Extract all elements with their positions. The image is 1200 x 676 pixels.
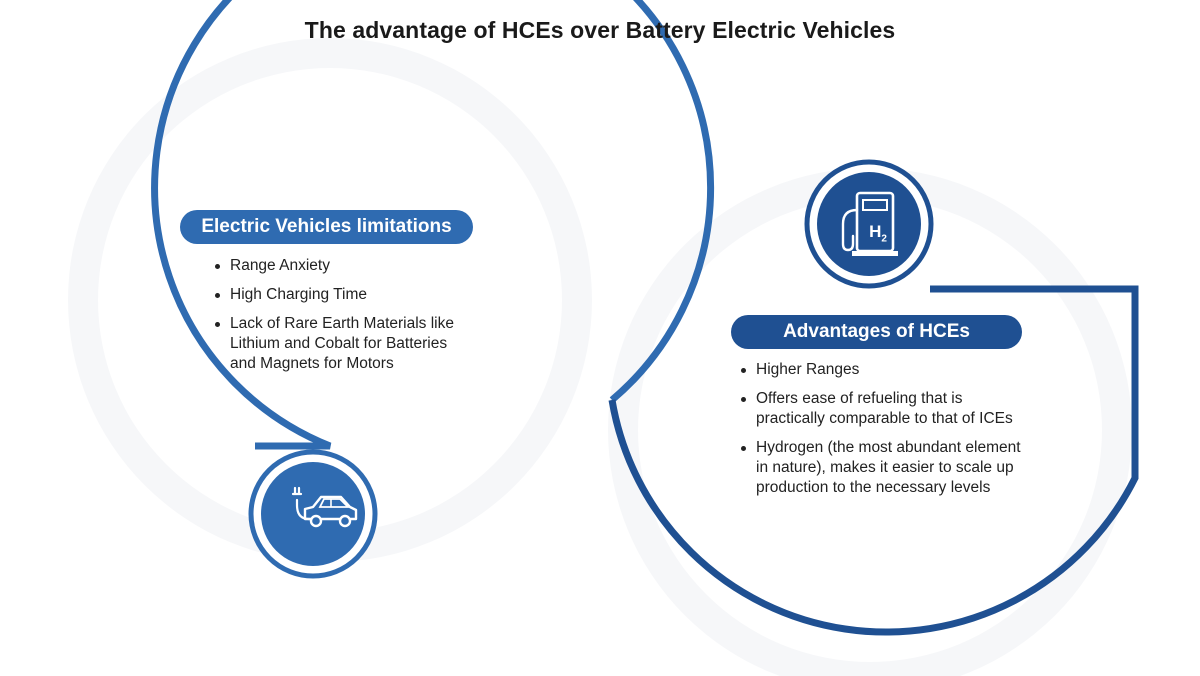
list-item: Hydrogen (the most abundant element in n… (738, 438, 1028, 498)
left-inner-disc (98, 68, 562, 532)
h2-label: H2 (869, 222, 887, 245)
list-item: Higher Ranges (738, 360, 1028, 380)
hce-advantages-heading: Advantages of HCEs (731, 315, 1022, 349)
left-loop-line (151, 0, 715, 450)
list-item: Offers ease of refueling that is practic… (738, 389, 1028, 429)
ev-limitations-heading: Electric Vehicles limitations (180, 210, 473, 244)
electric-car-icon (248, 449, 378, 579)
hce-advantages-list: Higher Ranges Offers ease of refueling t… (738, 360, 1028, 507)
list-item: Lack of Rare Earth Materials like Lithiu… (212, 314, 462, 374)
right-loop-line (608, 285, 1139, 636)
right-inner-disc (638, 198, 1102, 662)
list-item: Range Anxiety (212, 256, 462, 276)
page-title: The advantage of HCEs over Battery Elect… (304, 17, 896, 43)
ev-limitations-list: Range Anxiety High Charging Time Lack of… (212, 256, 462, 383)
list-item: High Charging Time (212, 285, 462, 305)
hydrogen-fuel-pump-icon (804, 159, 934, 289)
